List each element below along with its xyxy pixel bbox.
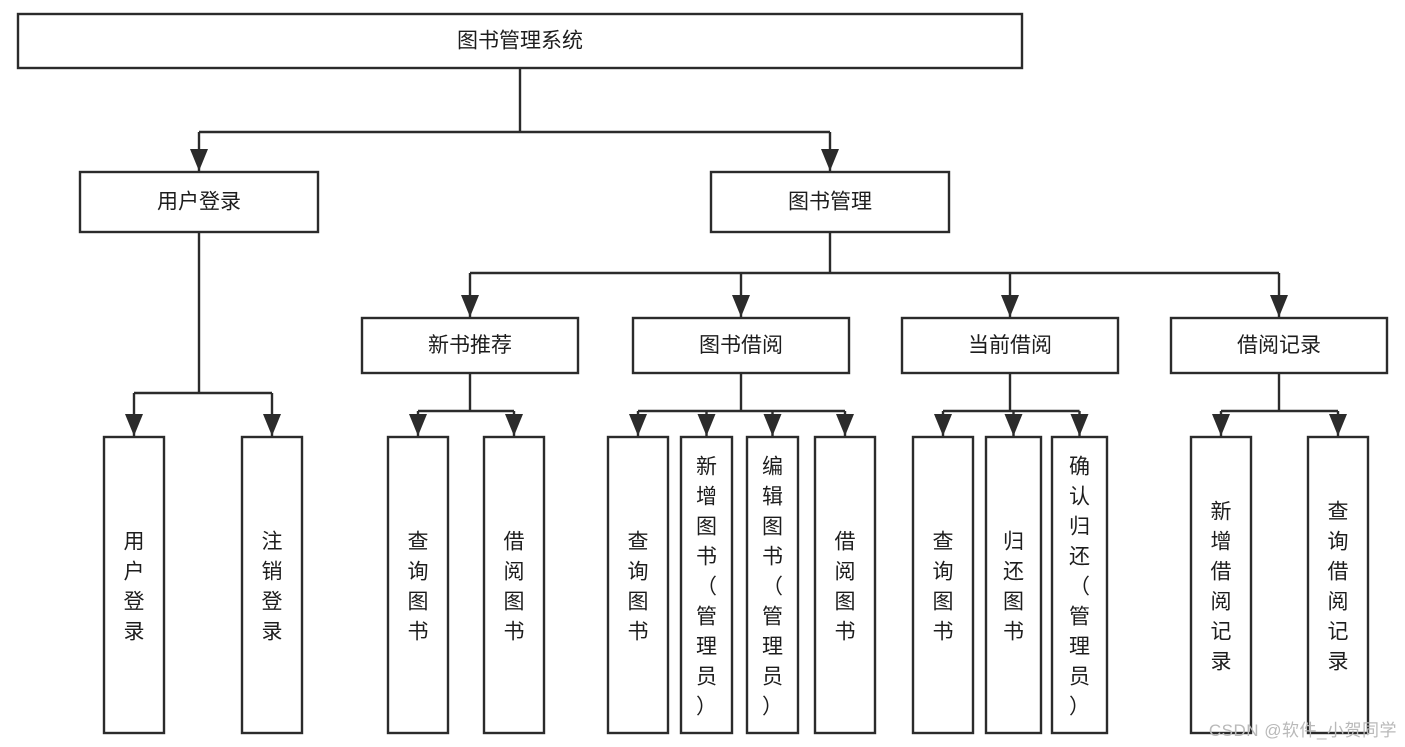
- current-borrow-to-leaves-arrow-2: [1070, 414, 1089, 436]
- node-book-management[interactable]: 图书管理: [709, 170, 951, 234]
- node-leaf-query-borrow-record-label: 查询借阅记录: [1328, 500, 1349, 673]
- node-book-borrow-box[interactable]: [631, 316, 851, 375]
- node-leaf-confirm-return-admin-box[interactable]: [1050, 435, 1109, 735]
- bookmgmt-to-level3-arrow-0: [461, 295, 479, 317]
- node-leaf-return-book-box[interactable]: [984, 435, 1043, 735]
- bookmgmt-to-level3-arrow-1: [732, 295, 750, 317]
- borrow-record-to-leaves-arrow-0: [1212, 414, 1230, 436]
- node-leaf-borrow-book-2-box[interactable]: [813, 435, 877, 735]
- node-leaf-query-book-2[interactable]: 查询图书: [606, 435, 670, 735]
- node-leaf-query-book-3[interactable]: 查询图书: [911, 435, 975, 735]
- node-leaf-add-book-admin-label: 新增图书（管理员）: [696, 455, 717, 718]
- node-leaf-user-logout[interactable]: 注销登录: [240, 435, 304, 735]
- node-leaf-borrow-book-2-label: 借阅图书: [835, 530, 856, 643]
- current-borrow-to-leaves-arrow-0: [934, 414, 952, 436]
- node-current-borrow[interactable]: 当前借阅: [900, 316, 1120, 375]
- node-leaf-user-logout-label: 注销登录: [262, 530, 283, 643]
- node-leaf-query-book-2-box[interactable]: [606, 435, 670, 735]
- node-leaf-borrow-book-1[interactable]: 借阅图书: [482, 435, 546, 735]
- node-leaf-borrow-book-1-label: 借阅图书: [504, 530, 525, 643]
- node-leaf-add-borrow-record[interactable]: 新增借阅记录: [1189, 435, 1253, 735]
- node-root-box[interactable]: [16, 12, 1024, 70]
- node-new-book-recommend-label: 新书推荐: [428, 334, 512, 357]
- node-leaf-query-book-1-label: 查询图书: [408, 530, 429, 643]
- new-book-recommend-to-leaves-arrow-0: [409, 414, 427, 436]
- node-borrow-record-label: 借阅记录: [1237, 334, 1321, 357]
- node-root-label: 图书管理系统: [457, 30, 583, 53]
- node-leaf-user-login-box[interactable]: [102, 435, 166, 735]
- new-book-recommend-to-leaves-arrow-1: [505, 414, 523, 436]
- userlogin-to-leaves-arrow-0: [125, 414, 143, 436]
- node-leaf-add-book-admin[interactable]: 新增图书（管理员）: [679, 435, 734, 735]
- node-current-borrow-box[interactable]: [900, 316, 1120, 375]
- nodes-group: 图书管理系统用户登录图书管理新书推荐图书借阅当前借阅借阅记录用户登录注销登录查询…: [16, 12, 1389, 735]
- node-leaf-borrow-book-1-box[interactable]: [482, 435, 546, 735]
- borrow-record-to-leaves-arrow-1: [1329, 414, 1347, 436]
- userlogin-to-leaves-arrow-1: [263, 414, 281, 436]
- node-book-borrow-label: 图书借阅: [699, 334, 783, 357]
- root-to-level2-arrow-0: [190, 149, 208, 171]
- node-new-book-recommend[interactable]: 新书推荐: [360, 316, 580, 375]
- node-leaf-edit-book-admin[interactable]: 编辑图书（管理员）: [745, 435, 800, 735]
- node-leaf-return-book-label: 归还图书: [1003, 530, 1024, 643]
- root-to-level2-arrow-1: [821, 149, 839, 171]
- node-leaf-query-book-1-box[interactable]: [386, 435, 450, 735]
- node-leaf-query-book-1[interactable]: 查询图书: [386, 435, 450, 735]
- node-root[interactable]: 图书管理系统: [16, 12, 1024, 70]
- node-leaf-user-login-label: 用户登录: [124, 530, 145, 643]
- node-leaf-add-borrow-record-box[interactable]: [1189, 435, 1253, 735]
- node-user-login-label: 用户登录: [157, 191, 241, 214]
- connector-lines-group: [125, 68, 1347, 436]
- bookmgmt-to-level3-arrow-2: [1001, 295, 1019, 317]
- node-leaf-confirm-return-admin-label: 确认归还（管理员）: [1069, 455, 1090, 718]
- node-user-login[interactable]: 用户登录: [78, 170, 320, 234]
- node-leaf-return-book[interactable]: 归还图书: [984, 435, 1043, 735]
- node-leaf-query-book-3-box[interactable]: [911, 435, 975, 735]
- node-current-borrow-label: 当前借阅: [968, 334, 1052, 357]
- node-leaf-add-borrow-record-label: 新增借阅记录: [1211, 500, 1232, 673]
- node-leaf-query-book-3-label: 查询图书: [933, 530, 954, 643]
- node-new-book-recommend-box[interactable]: [360, 316, 580, 375]
- node-leaf-edit-book-admin-box[interactable]: [745, 435, 800, 735]
- node-leaf-query-borrow-record-box[interactable]: [1306, 435, 1370, 735]
- node-leaf-edit-book-admin-label: 编辑图书（管理员）: [762, 455, 783, 718]
- node-leaf-borrow-book-2[interactable]: 借阅图书: [813, 435, 877, 735]
- node-borrow-record[interactable]: 借阅记录: [1169, 316, 1389, 375]
- node-book-management-box[interactable]: [709, 170, 951, 234]
- book-borrow-to-leaves-arrow-1: [697, 414, 716, 436]
- node-leaf-query-borrow-record[interactable]: 查询借阅记录: [1306, 435, 1370, 735]
- book-borrow-to-leaves-arrow-2: [763, 414, 782, 436]
- node-leaf-user-login[interactable]: 用户登录: [102, 435, 166, 735]
- node-book-borrow[interactable]: 图书借阅: [631, 316, 851, 375]
- node-user-login-box[interactable]: [78, 170, 320, 234]
- book-borrow-to-leaves-arrow-3: [836, 414, 854, 436]
- node-book-management-label: 图书管理: [788, 191, 872, 214]
- node-leaf-query-book-2-label: 查询图书: [628, 530, 649, 643]
- bookmgmt-to-level3-arrow-3: [1270, 295, 1288, 317]
- node-borrow-record-box[interactable]: [1169, 316, 1389, 375]
- book-borrow-to-leaves-arrow-0: [629, 414, 647, 436]
- node-leaf-user-logout-box[interactable]: [240, 435, 304, 735]
- node-leaf-add-book-admin-box[interactable]: [679, 435, 734, 735]
- node-leaf-confirm-return-admin[interactable]: 确认归还（管理员）: [1050, 435, 1109, 735]
- current-borrow-to-leaves-arrow-1: [1004, 414, 1023, 436]
